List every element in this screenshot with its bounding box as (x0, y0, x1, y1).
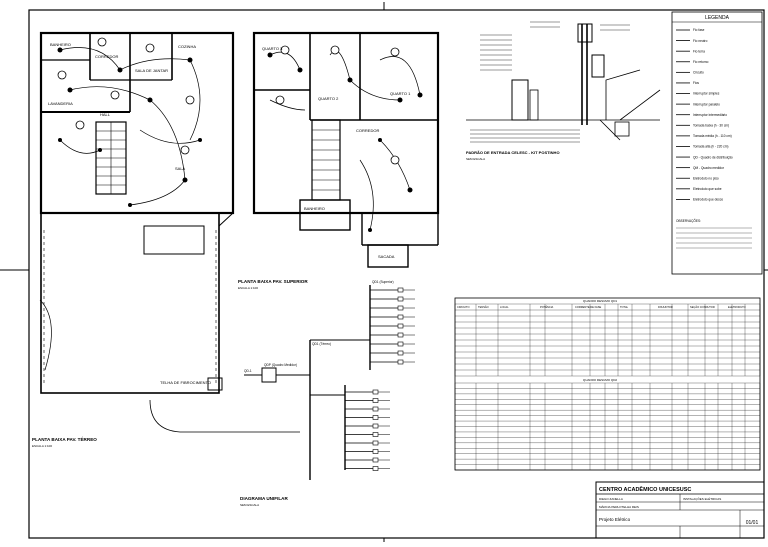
room-label: QUARTO 1 (390, 91, 411, 96)
unifilar-labels: QD1 (Superior) QD1 (Térreo) QDP (Quadro … (244, 280, 394, 373)
table-header: POTÊNCIA (540, 304, 554, 309)
title-block (595, 481, 765, 539)
table-header: ELETRODUTO (728, 305, 746, 309)
unifilar-label: QD-1 (244, 369, 252, 373)
unifilar-label: QD1 (Superior) (372, 280, 394, 284)
legend-item-label: Tomada alta (h - 220 cm) (693, 145, 728, 149)
room-label: CORREDOR (95, 54, 118, 59)
room-label: SACADA (378, 254, 395, 259)
table-header: CIRCUITO (457, 305, 470, 309)
sheet-number: 01/01 (746, 520, 759, 526)
table-header: TENSÃO (478, 304, 489, 309)
table-header: TOTAL (620, 305, 629, 309)
table-header: SEÇÃO CONDUTOR (690, 304, 715, 309)
title-line-1: DIEGO ZANELLA (599, 497, 623, 501)
room-label: CORREDOR (356, 128, 379, 133)
legend-item-label: Fios (693, 81, 699, 85)
legend-item-label: Fio retorno (693, 60, 709, 64)
legend-item-label: QD - Quadro de distribuição (693, 155, 733, 159)
legend-item-label: QM - Quadro medidor (693, 166, 725, 170)
table-title-1: QUADRO RESUMO QD1 (583, 299, 618, 303)
entry-scale: SEM ESCALA (466, 157, 485, 161)
unifilar-label: QD1 (Térreo) (312, 342, 331, 346)
sheet-border (28, 9, 765, 539)
table-header: CORRENTE DE FASE (575, 305, 601, 309)
room-label: TELHA DE FIBROCIMENTO (160, 380, 211, 385)
legend-item-label: Eletroduto que desce (693, 198, 723, 202)
upper-plan-title: PLANTA BAIXA PAV. SUPERIOR (238, 279, 308, 284)
institution-name: CENTRO ACADÊMICO UNICESUSC (599, 485, 691, 493)
legend-item-label: Fio terra (693, 49, 705, 53)
legend-item-label: Interruptor paralelo (693, 102, 720, 106)
unifilar-diagram (244, 285, 415, 480)
entry-title: PADRÃO DE ENTRADA CELESC - KIT POSTINHO (466, 150, 560, 155)
room-label: SALA DE JANTAR (135, 68, 168, 73)
room-label: SALA (175, 166, 186, 171)
upper-floor-plan (252, 31, 440, 268)
legend-item-label: Fio fase (693, 28, 705, 32)
room-label: QUARTO 3 (262, 46, 283, 51)
legend-item-label: Circuito (693, 71, 704, 75)
unifilar-scale: SEM ESCALA (240, 503, 259, 507)
upper-room-labels: QUARTO 3 QUARTO 2 QUARTO 1 CORREDOR BANH… (262, 46, 411, 259)
legend-notes-title: OBSERVAÇÕES: (676, 218, 701, 223)
room-label: HALL (100, 112, 111, 117)
legend-item-label: Tomada baixa (h - 30 cm) (693, 123, 729, 127)
project-name: Projeto Elétrico (599, 517, 631, 522)
legend-item-label: Tomada média (h - 110 cm) (693, 134, 732, 138)
load-table (454, 297, 761, 471)
unifilar-title: DIAGRAMA UNIFILAR (240, 496, 288, 501)
legend-panel (671, 11, 763, 275)
unifilar-label: QDP (Quadro Medidor) (264, 363, 297, 367)
legend-title: LEGENDA (705, 15, 730, 21)
ground-floor-plan (39, 31, 300, 433)
room-label: LAVANDERIA (48, 101, 73, 106)
entry-standard-drawing (466, 21, 661, 143)
title-line-2: INSTALAÇÕES ELÉTRICAS (683, 496, 721, 501)
legend-item-label: Interruptor intermediário (693, 113, 727, 117)
table-header: DISJUNTOR (658, 305, 673, 309)
ground-plan-title: PLANTA BAIXA PAV. TÉRREO (32, 435, 97, 442)
ground-plan-scale: ESCALA 1:100 (32, 444, 52, 448)
table-header: LOCAL (500, 305, 509, 309)
table-headers: CIRCUITO TENSÃO LOCAL POTÊNCIA CORRENTE … (457, 304, 746, 309)
legend-item-label: Interruptor simples (693, 92, 720, 96)
title-line-3: MÁRCIA PERLOTELHA REIS (599, 505, 639, 509)
room-label: COZINHA (178, 44, 196, 49)
upper-plan-scale: ESCALA 1:100 (238, 286, 258, 290)
legend-item-label: Fio neutro (693, 39, 708, 43)
table-title-2: QUADRO RESUMO QD2 (583, 378, 618, 382)
ground-room-labels: BANHEIRO CORREDOR LAVANDERIA SALA DE JAN… (48, 42, 211, 385)
room-label: BANHEIRO (304, 206, 325, 211)
legend-item-label: Eletroduto no piso (693, 176, 719, 180)
room-label: QUARTO 2 (318, 96, 339, 101)
legend-item-label: Eletroduto que sobe (693, 187, 722, 191)
room-label: BANHEIRO (50, 42, 71, 47)
